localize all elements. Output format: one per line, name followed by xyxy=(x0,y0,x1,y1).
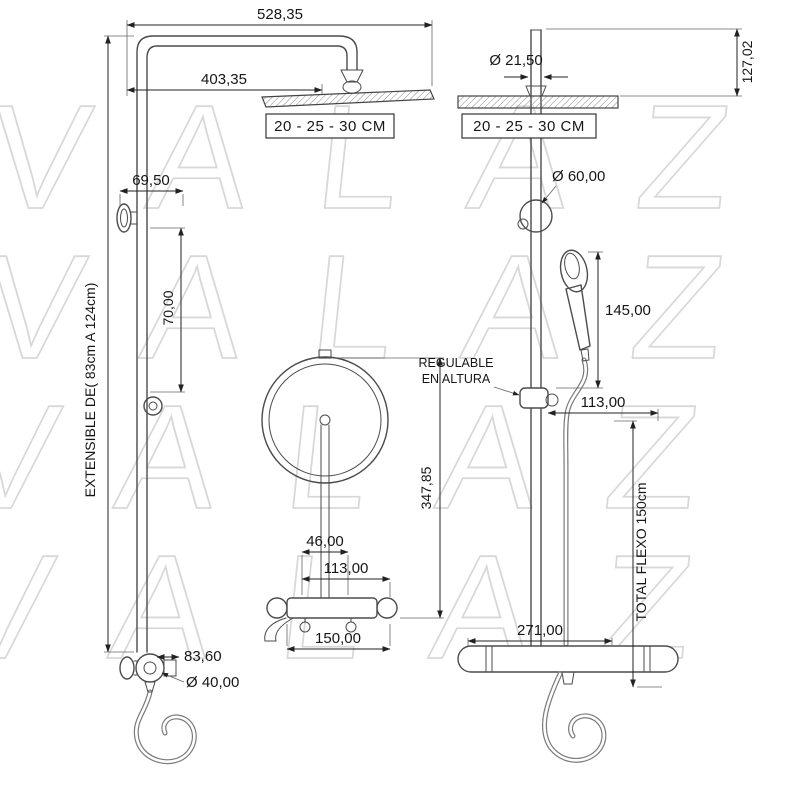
dim-head-drop: 347,85 xyxy=(334,357,444,619)
round-head-hub xyxy=(319,414,331,426)
dim-valve-width-text: 271,00 xyxy=(517,622,563,639)
dim-holder-diameter: Ø 60,00 xyxy=(541,168,605,204)
dim-valve-body-width-text: 113,00 xyxy=(324,560,369,577)
mixer-valve-front xyxy=(264,597,398,642)
dim-pipe-offset-text: 46,00 xyxy=(306,533,344,550)
round-head-outer xyxy=(261,356,389,484)
dim-overall-width-text: 528,35 xyxy=(257,6,303,23)
dim-outlet-diameter: Ø 40,00 xyxy=(161,672,239,691)
round-head-inner xyxy=(268,363,382,477)
adjustable-label-line1: REGULABLE xyxy=(418,356,493,370)
dim-handshower-length-text: 145,00 xyxy=(605,302,651,319)
dim-valve-depth-text: 83,60 xyxy=(184,648,222,665)
watermark: VALAZ VALAZ VALAZ VALAZ xyxy=(0,74,792,690)
dim-arm-length-text: 403,35 xyxy=(201,71,247,88)
rain-head-side xyxy=(261,89,435,108)
dim-extensible-height: EXTENSIBLE DE( 83cm A 124cm) xyxy=(82,35,134,653)
rain-head-front xyxy=(457,95,619,109)
side-view: 20 - 25 - 30 CM xyxy=(82,6,435,765)
head-size-label-side: 20 - 25 - 30 CM xyxy=(265,113,395,139)
adjustable-label-line2: EN ALTURA xyxy=(422,372,491,386)
dim-holder-diameter-text: Ø 60,00 xyxy=(552,168,605,185)
holder-ring-side xyxy=(143,396,163,416)
dim-top-section: 127,02 xyxy=(546,28,755,97)
head-top-connector xyxy=(318,349,332,359)
dim-holder-offset-text: 113,00 xyxy=(581,394,626,411)
dim-valve-body-width: 113,00 xyxy=(301,560,391,597)
dim-hose-total: TOTAL FLEXO 150cm xyxy=(614,420,662,688)
hose-loop xyxy=(542,671,607,763)
slider-bracket xyxy=(519,387,559,409)
dim-pipe-offset: 46,00 xyxy=(301,533,349,595)
watermark-row: VALAZ xyxy=(0,225,792,390)
wall-bracket xyxy=(116,203,138,233)
dim-valve-width: 271,00 xyxy=(467,622,613,646)
watermark-row: VALAZ xyxy=(0,375,776,540)
dim-overall-width: 528,35 xyxy=(126,6,433,96)
hand-shower xyxy=(559,249,591,362)
dim-bracket-offset-text: 69,50 xyxy=(132,172,170,189)
dim-arm-length: 403,35 xyxy=(126,71,323,94)
dim-slider-travel: 70,00 xyxy=(150,227,185,393)
dim-top-section-text: 127,02 xyxy=(739,40,755,83)
dim-outlet-diameter-text: Ø 40,00 xyxy=(186,674,239,691)
watermark-row: VALAZ xyxy=(0,75,792,240)
dim-head-drop-text: 347,85 xyxy=(418,466,434,509)
head-size-text: 20 - 25 - 30 CM xyxy=(473,118,585,135)
dim-extensible-text: EXTENSIBLE DE( 83cm A 124cm) xyxy=(82,283,98,498)
dim-valve-depth: 83,60 xyxy=(156,648,222,665)
dim-valve-total-width: 150,00 xyxy=(286,624,391,652)
head-size-label-front: 20 - 25 - 30 CM xyxy=(461,113,597,139)
thermostatic-valve xyxy=(457,645,679,685)
head-size-text: 20 - 25 - 30 CM xyxy=(274,118,386,135)
dim-handshower-length: 145,00 xyxy=(556,251,651,389)
holder-ring-front xyxy=(517,199,553,233)
label-adjustable-height: REGULABLE EN ALTURA xyxy=(418,356,520,396)
dim-slider-travel-text: 70,00 xyxy=(160,290,176,325)
column-view: 20 - 25 - 30 CM xyxy=(418,28,755,763)
front-head-view: 46,00 113,00 150,00 347,85 xyxy=(261,349,444,652)
dim-valve-total-width-text: 150,00 xyxy=(315,630,361,647)
dim-holder-offset: 113,00 xyxy=(547,394,659,421)
dim-pipe-diameter-text: Ø 21,50 xyxy=(489,52,542,69)
dim-bracket-offset: 69,50 xyxy=(119,172,184,206)
dim-hose-total-text: TOTAL FLEXO 150cm xyxy=(633,482,649,621)
front-pipe xyxy=(320,424,330,599)
dim-pipe-diameter: Ø 21,50 xyxy=(489,52,568,80)
hose-side xyxy=(133,689,197,765)
